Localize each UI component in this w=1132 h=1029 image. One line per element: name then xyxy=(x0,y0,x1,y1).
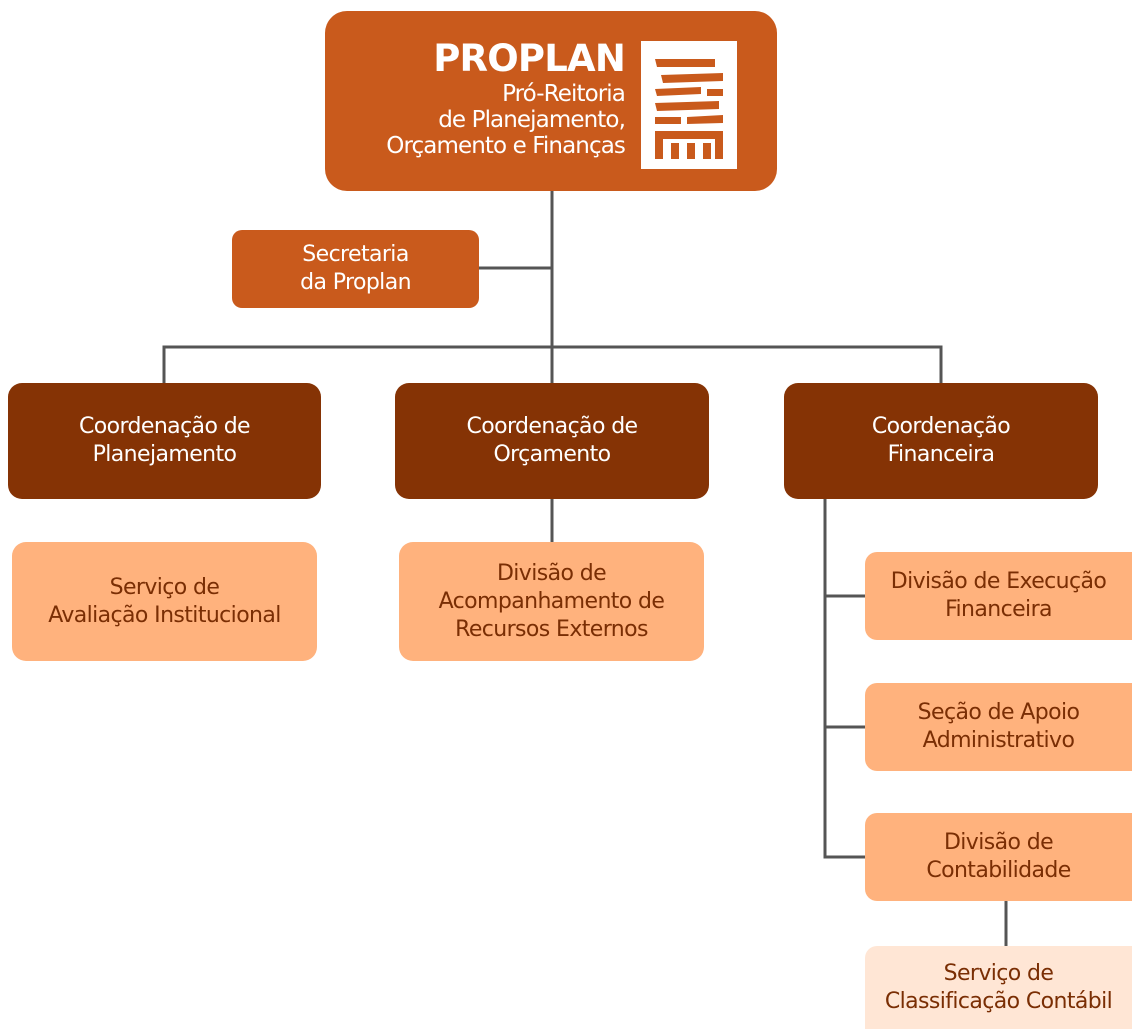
proplan-title: PROPLAN xyxy=(433,37,626,80)
proplan-subtitle-line: de Planejamento, xyxy=(438,107,626,133)
proplan-logo-icon xyxy=(641,41,737,169)
divisao-acompanhamento-box: Divisão de Acompanhamento de Recursos Ex… xyxy=(399,542,704,661)
servico-avaliacao-label-line: Serviço de xyxy=(109,574,220,600)
secretaria-label-line: Secretaria xyxy=(302,242,409,267)
servico-classificacao-label-line: Serviço de xyxy=(943,960,1054,986)
coordenacao-orcamento-label-line: Orçamento xyxy=(493,442,611,467)
proplan-subtitle-line: Orçamento e Finanças xyxy=(386,133,626,159)
divisao-execucao-label-line: Financeira xyxy=(945,597,1052,622)
proplan-text-block: PROPLAN Pró-Reitoria de Planejamento, Or… xyxy=(386,37,626,159)
proplan-box: PROPLAN Pró-Reitoria de Planejamento, Or… xyxy=(325,11,777,191)
coordenacao-planejamento-box: Coordenação de Planejamento xyxy=(8,383,321,499)
divisao-contabilidade-box: Divisão de Contabilidade xyxy=(865,813,1132,901)
secretaria-label-line: da Proplan xyxy=(300,270,411,295)
coordenacao-planejamento-label-line: Planejamento xyxy=(92,442,237,467)
coordenacao-orcamento-box: Coordenação de Orçamento xyxy=(395,383,709,499)
divisao-acompanhamento-label-line: Acompanhamento de xyxy=(438,588,665,614)
proplan-subtitle-line: Pró-Reitoria xyxy=(502,81,626,107)
divisao-acompanhamento-label-line: Divisão de xyxy=(496,560,607,586)
divisao-contabilidade-label-line: Contabilidade xyxy=(926,858,1071,883)
coordenacao-financeira-label-line: Coordenação xyxy=(871,414,1011,439)
servico-classificacao-contabil-box: Serviço de Classificação Contábil xyxy=(865,946,1132,1029)
servico-avaliacao-label-line: Avaliação Institucional xyxy=(48,602,281,628)
coordenacao-financeira-label-line: Financeira xyxy=(887,442,995,467)
divisao-execucao-label-line: Divisão de Execução xyxy=(890,569,1107,594)
secretaria-box: Secretaria da Proplan xyxy=(232,230,479,308)
secao-apoio-label-line: Administrativo xyxy=(922,728,1075,753)
secao-apoio-label-line: Seção de Apoio xyxy=(917,700,1080,725)
coordenacao-planejamento-label-line: Coordenação de xyxy=(79,414,251,439)
servico-avaliacao-box: Serviço de Avaliação Institucional xyxy=(12,542,317,661)
coordenacao-financeira-box: Coordenação Financeira xyxy=(784,383,1098,499)
servico-classificacao-label-line: Classificação Contábil xyxy=(884,988,1113,1014)
divisao-acompanhamento-label-line: Recursos Externos xyxy=(455,616,648,642)
divisao-execucao-financeira-box: Divisão de Execução Financeira xyxy=(865,552,1132,640)
secao-apoio-administrativo-box: Seção de Apoio Administrativo xyxy=(865,683,1132,771)
divisao-contabilidade-label-line: Divisão de xyxy=(943,830,1054,855)
coordenacao-orcamento-label-line: Coordenação de xyxy=(466,414,639,439)
